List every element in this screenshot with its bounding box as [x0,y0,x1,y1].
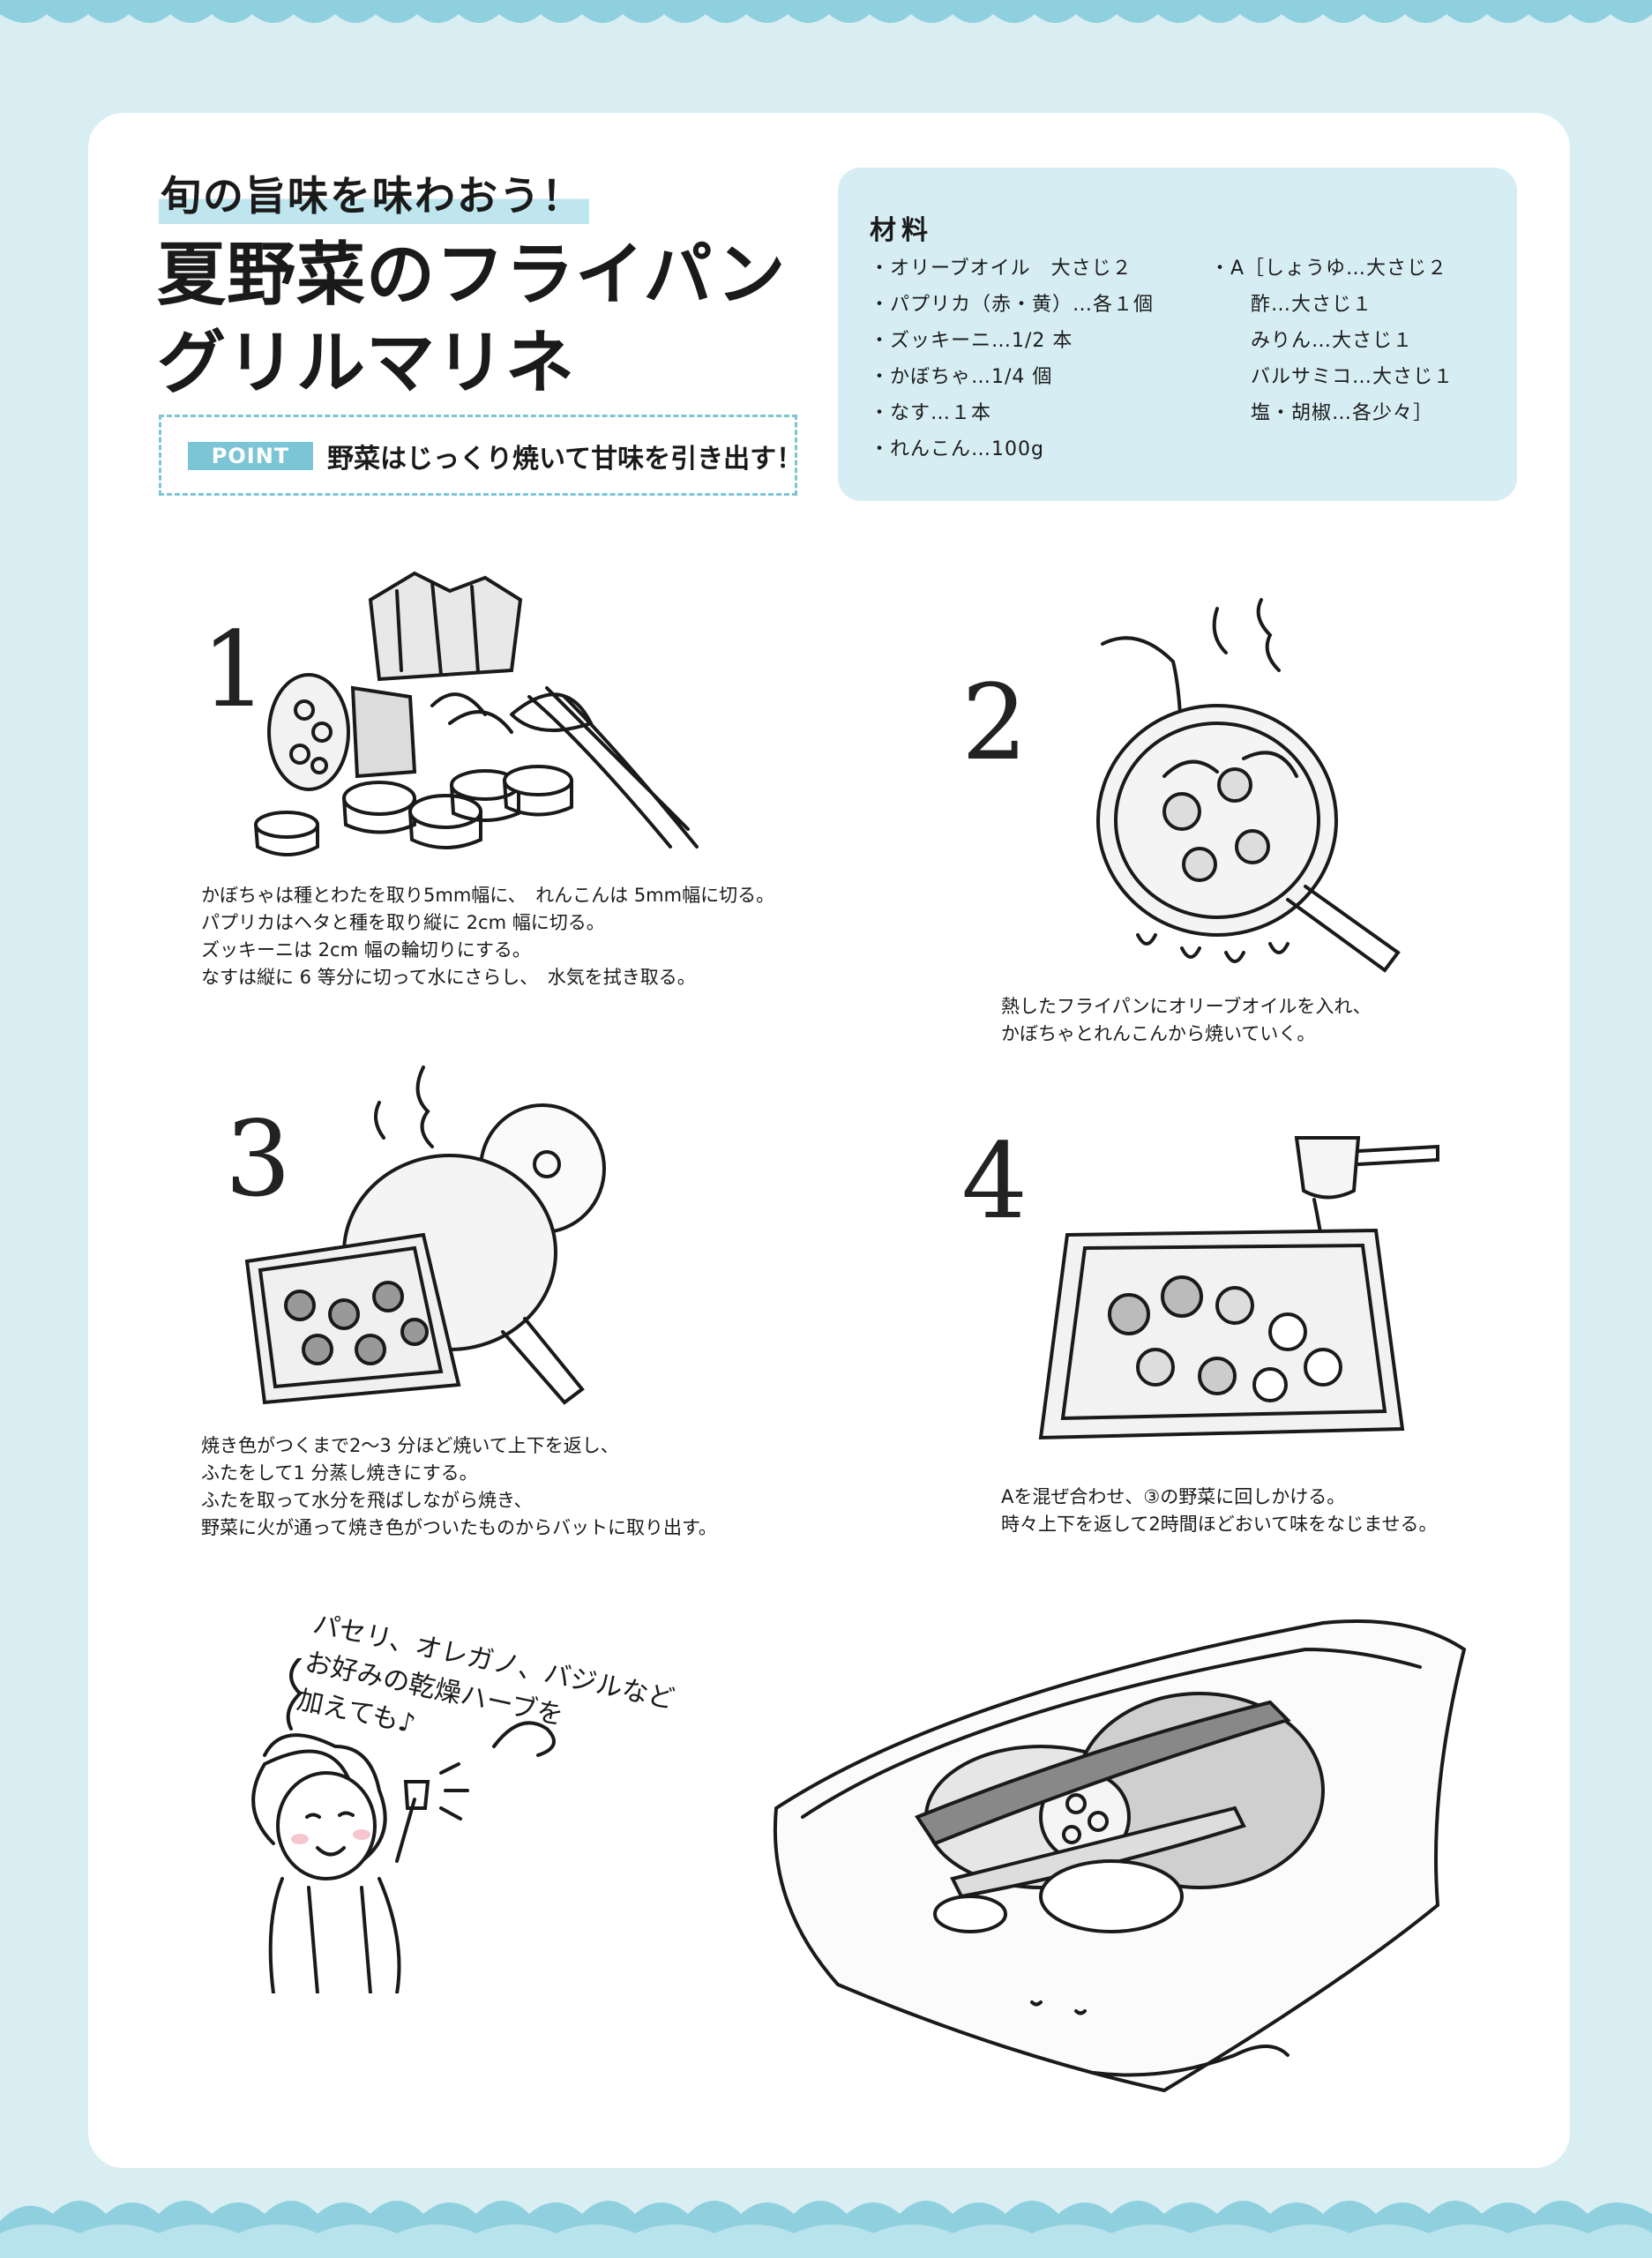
instruction-line: 野菜に火が通って焼き色がついたものからバットに取り出す。 [201,1517,717,1538]
instruction-line: ふたを取って水分を飛ばしながら焼き、 [201,1490,533,1511]
ingredients-heading: 材料 [870,215,933,246]
recipe-subtitle: 旬の旨味を味わおう！ [159,164,589,224]
ingredient-item: ・かぼちゃ…1/4 個 [870,366,1053,388]
point-box: POINT 野菜はじっくり焼いて甘味を引き出す！ [159,415,803,496]
pan-and-tray-illustration [244,1065,606,1405]
instruction-line: Aを混ぜ合わせ、③の野菜に回しかける。 [1001,1486,1346,1507]
ingredients-box: 材料 ・オリーブオイル 大さじ２ ・パプリカ（赤・黄）…各１個 ・ズッキーニ…1… [838,168,1517,501]
ingredients-list-left: ・オリーブオイル 大さじ２ ・パプリカ（赤・黄）…各１個 ・ズッキーニ…1/2 … [870,250,1154,467]
instruction-line: 焼き色がつくまで2～3 分ほど焼いて上下を返し、 [201,1435,619,1456]
ingredient-item: ・A［しょうゆ…大さじ２ [1210,258,1448,280]
ingredient-item: ・オリーブオイル 大さじ２ [870,258,1132,280]
top-wave-border [0,0,1652,23]
marinade-tray-illustration [1038,1136,1439,1440]
ingredient-item: 塩・胡椒…各少々］ [1210,402,1434,424]
ingredient-item: ・れんこん…100g [870,438,1044,460]
title-line-2: グリルマリネ [157,324,576,403]
frying-pan-illustration [1096,598,1401,973]
step-4-number: 4 [961,1120,1028,1242]
finished-dish-illustration [773,1619,1467,2093]
ingredient-item: 酢…大さじ１ [1210,294,1373,316]
ingredient-item: ・パプリカ（赤・黄）…各１個 [870,294,1155,316]
cut-vegetables-illustration [254,571,699,856]
ingredient-item: みりん…大さじ１ [1210,330,1414,352]
instruction-line: パプリカはヘタと種を取り縦に 2cm 幅に切る。 [201,912,605,933]
step-1-instructions: かぼちゃは種とわたを取り5mm幅に、 れんこんは 5mm幅に切る。 パプリカはヘ… [201,882,774,991]
instruction-line: ふたをして1 分蒸し焼きにする。 [201,1462,478,1484]
ingredient-item: ・ズッキーニ…1/2 本 [870,330,1073,352]
point-text: 野菜はじっくり焼いて甘味を引き出す！ [327,444,804,475]
title-line-1: 夏野菜のフライパン [157,236,787,315]
instruction-line: 時々上下を返して2時間ほどおいて味をなじませる。 [1001,1514,1438,1535]
ingredient-item: ・なす…１本 [870,402,992,424]
ingredients-list-sauce: ・A［しょうゆ…大さじ２ 酢…大さじ１ みりん…大さじ１ バルサミコ…大さじ１ … [1210,250,1454,431]
cook-character-illustration [251,1658,556,1993]
step-3-instructions: 焼き色がつくまで2～3 分ほど焼いて上下を返し、 ふたをして1 分蒸し焼きにする… [201,1432,717,1542]
step-2-instructions: 熱したフライパンにオリーブオイルを入れ、 かぼちゃとれんこんから焼いていく。 [1001,993,1372,1048]
instruction-line: かぼちゃとれんこんから焼いていく。 [1001,1023,1316,1044]
instruction-line: ズッキーニは 2cm 幅の輪切りにする。 [201,939,531,961]
instruction-line: 熱したフライパンにオリーブオイルを入れ、 [1001,996,1372,1017]
step-1-number: 1 [201,609,268,730]
ingredient-item: バルサミコ…大さじ１ [1210,366,1454,388]
recipe-title: 夏野菜のフライパン グリルマリネ [157,231,827,407]
step-2-number: 2 [961,662,1028,783]
bottom-wave-border [0,2201,1652,2258]
instruction-line: なすは縦に 6 等分に切って水にさらし、 水気を拭き取る。 [201,967,696,988]
step-4-instructions: Aを混ぜ合わせ、③の野菜に回しかける。 時々上下を返して2時間ほどおいて味をなじ… [1001,1484,1437,1538]
instruction-line: かぼちゃは種とわたを取り5mm幅に、 れんこんは 5mm幅に切る。 [201,885,775,906]
step-3-number: 3 [225,1098,292,1220]
point-tag: POINT [188,442,313,470]
